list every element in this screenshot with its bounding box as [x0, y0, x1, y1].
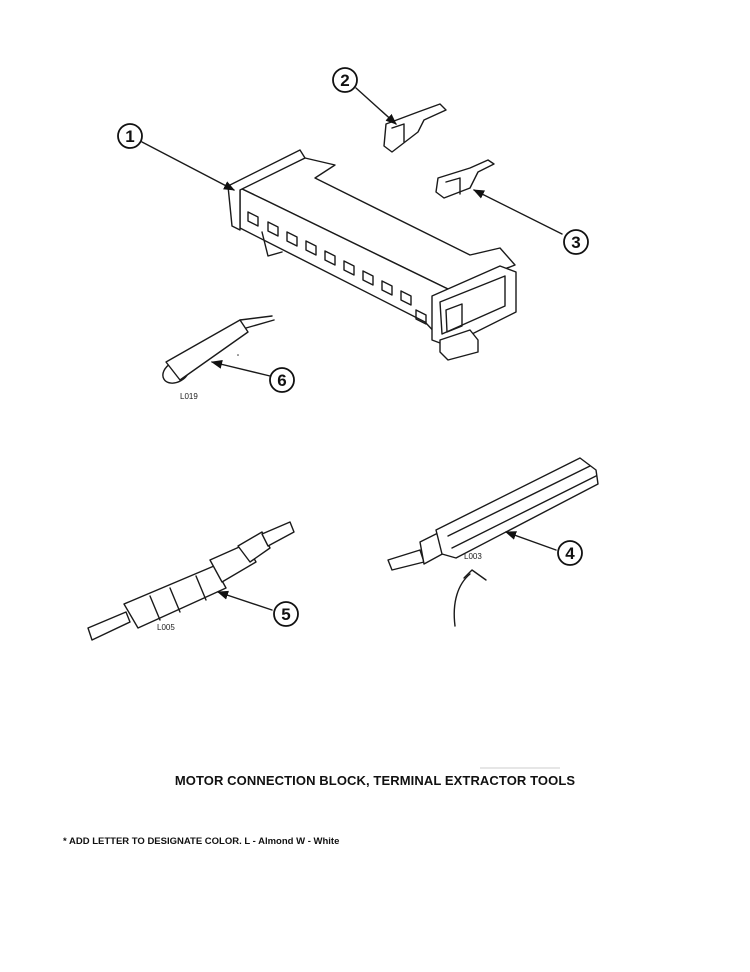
color-footnote: * ADD LETTER TO DESIGNATE COLOR. L - Alm… [63, 836, 340, 847]
leader-lines [141, 87, 563, 611]
callout-6-label: 6 [277, 371, 286, 390]
code-l019: L019 [180, 392, 198, 401]
callout-3: 3 [563, 229, 589, 255]
callout-4-label: 4 [565, 544, 575, 563]
terminal-3 [435, 159, 495, 199]
callout-2: 2 [332, 67, 358, 93]
callout-5: 5 [273, 601, 299, 627]
callout-6: 6 [269, 367, 295, 393]
callout-3-label: 3 [571, 233, 580, 252]
callout-4: 4 [557, 540, 583, 566]
callout-1: 1 [117, 123, 143, 149]
diagram-caption: MOTOR CONNECTION BLOCK, TERMINAL EXTRACT… [174, 773, 576, 788]
code-l003: L003 [464, 552, 482, 561]
extractor-tool-5 [87, 521, 295, 641]
handwritten-tick [463, 569, 487, 581]
callout-1-label: 1 [125, 127, 134, 146]
terminal-2 [383, 103, 447, 153]
terminal-slots [247, 211, 427, 325]
motor-connection-block [227, 149, 517, 361]
handwritten-mark [453, 573, 471, 627]
callout-2-label: 2 [340, 71, 349, 90]
extractor-tool-6 [162, 315, 275, 384]
code-l005: L005 [157, 623, 175, 632]
callout-5-label: 5 [281, 605, 290, 624]
extractor-tool-4 [387, 457, 599, 571]
